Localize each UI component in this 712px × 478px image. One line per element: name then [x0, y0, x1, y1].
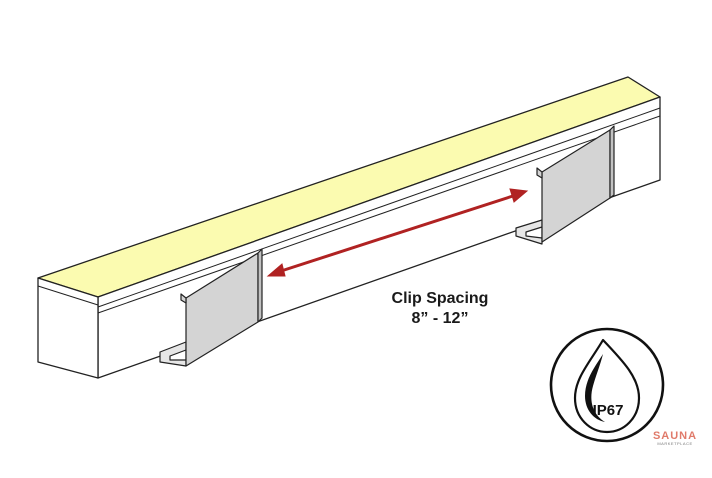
- badge-ring: [549, 327, 665, 443]
- spacing-arrow: [266, 188, 529, 277]
- brand-name: SAUNA: [652, 430, 698, 442]
- water-drop-icon: [573, 338, 641, 434]
- mounting-clip-right: [515, 125, 615, 245]
- channel-end-face: [37, 277, 99, 379]
- channel-groove: [37, 107, 661, 314]
- led-channel: [37, 76, 661, 379]
- clip-spacing-label: Clip Spacing: [391, 290, 489, 307]
- ip-rating: IP67: [593, 402, 624, 419]
- brand-logo: SAUNA MARKETPLACE: [648, 430, 702, 446]
- brand-subtitle: MARKETPLACE: [657, 441, 693, 446]
- mounting-clip-left: [159, 248, 263, 367]
- clip-spacing-range: 8” - 12”: [411, 310, 469, 327]
- ip67-badge: IP67: [549, 327, 665, 443]
